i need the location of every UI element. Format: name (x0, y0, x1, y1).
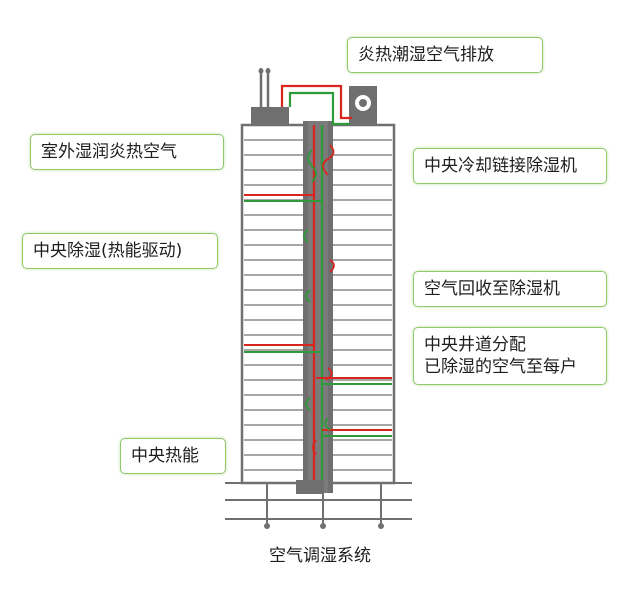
label-exhaust: 炎热潮湿空气排放 (347, 37, 543, 73)
shaft-base (296, 480, 324, 494)
label-central-dehumid-heat-text: 中央除湿(热能驱动) (33, 241, 183, 261)
label-central-shaft-line1: 中央井道分配 (424, 335, 526, 355)
roof-duct-green (288, 91, 350, 126)
label-outdoor-air: 室外湿润炎热空气 (30, 134, 224, 170)
label-central-heat-text: 中央热能 (131, 446, 199, 466)
roof-duct-red (280, 84, 352, 120)
diagram-caption: 空气调湿系统 (269, 546, 371, 566)
roof-unit-left (251, 107, 289, 125)
label-central-shaft: 中央井道分配 已除湿的空气至每户 (413, 327, 607, 385)
label-exhaust-text: 炎热潮湿空气排放 (358, 45, 494, 65)
airflow-arrows (303, 144, 335, 455)
floor-lines (244, 139, 392, 471)
label-air-recovery-text: 空气回收至除湿机 (424, 279, 560, 299)
label-central-shaft-line2: 已除湿的空气至每户 (424, 357, 577, 377)
chimneys (259, 68, 270, 107)
branch-ducts-right (316, 377, 392, 437)
label-outdoor-air-text: 室外湿润炎热空气 (41, 142, 177, 162)
label-central-dehumid-unit: 中央冷却链接除湿机 (413, 148, 607, 184)
label-central-heat: 中央热能 (120, 438, 226, 474)
branch-ducts-left (244, 194, 322, 353)
label-central-dehumid-unit-text: 中央冷却链接除湿机 (424, 156, 577, 176)
label-air-recovery: 空气回收至除湿机 (413, 271, 607, 307)
label-central-dehumid-heat: 中央除湿(热能驱动) (22, 233, 218, 269)
